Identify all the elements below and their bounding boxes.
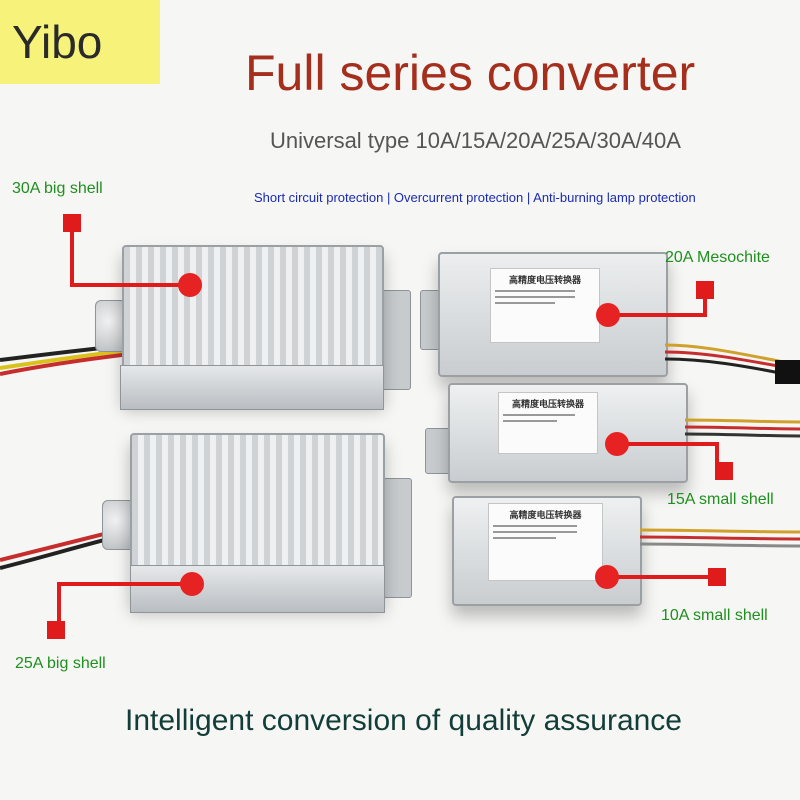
callout-line-30a-v bbox=[70, 230, 74, 285]
callout-line-15a-v bbox=[715, 444, 719, 466]
callout-dot-20a bbox=[596, 303, 620, 327]
callout-dot-15a bbox=[605, 432, 629, 456]
sticker-title: 高精度电压转换器 bbox=[508, 275, 581, 285]
callout-line-25a-h bbox=[57, 582, 185, 586]
callout-dot-25a bbox=[180, 572, 204, 596]
brand-name: Yibo bbox=[12, 16, 103, 68]
brand-badge: Yibo bbox=[0, 0, 160, 84]
label-15a-small-shell: 15A small shell bbox=[667, 491, 774, 508]
callout-line-30a-h bbox=[70, 283, 188, 287]
footer-tagline: Intelligent conversion of quality assura… bbox=[125, 704, 682, 737]
case-front-25a bbox=[130, 565, 385, 613]
subtitle: Universal type 10A/15A/20A/25A/30A/40A bbox=[270, 128, 681, 153]
callout-marker-15a bbox=[715, 462, 733, 480]
callout-line-25a-v bbox=[57, 583, 61, 625]
product-sticker-10a: 高精度电压转换器 bbox=[488, 503, 603, 581]
callout-marker-25a bbox=[47, 621, 65, 639]
label-25a-big-shell: 25A big shell bbox=[15, 655, 106, 672]
callout-line-15a-h bbox=[613, 442, 719, 446]
sticker-title-10a: 高精度电压转换器 bbox=[509, 510, 582, 520]
wires-15a bbox=[685, 418, 800, 438]
label-20a-mesochite: 20A Mesochite bbox=[665, 249, 770, 266]
product-sticker-15a: 高精度电压转换器 bbox=[498, 392, 598, 454]
callout-line-10a-h bbox=[604, 575, 710, 579]
product-sticker-20a: 高精度电压转换器 bbox=[490, 268, 600, 343]
label-10a-small-shell: 10A small shell bbox=[661, 607, 768, 624]
label-30a-big-shell: 30A big shell bbox=[12, 180, 103, 197]
wires-20a bbox=[665, 343, 800, 384]
callout-marker-20a bbox=[696, 281, 714, 299]
page-title: Full series converter bbox=[245, 45, 696, 101]
case-front-30a bbox=[120, 365, 384, 410]
callout-marker-30a bbox=[63, 214, 81, 232]
sticker-title-15a: 高精度电压转换器 bbox=[511, 399, 584, 409]
callout-dot-30a bbox=[178, 273, 202, 297]
wires-10a bbox=[640, 528, 800, 548]
callout-marker-10a bbox=[708, 568, 726, 586]
callout-dot-10a bbox=[595, 565, 619, 589]
features-line: Short circuit protection | Overcurrent p… bbox=[254, 190, 696, 205]
callout-line-20a-v bbox=[703, 297, 707, 317]
callout-line-20a-h bbox=[605, 313, 707, 317]
